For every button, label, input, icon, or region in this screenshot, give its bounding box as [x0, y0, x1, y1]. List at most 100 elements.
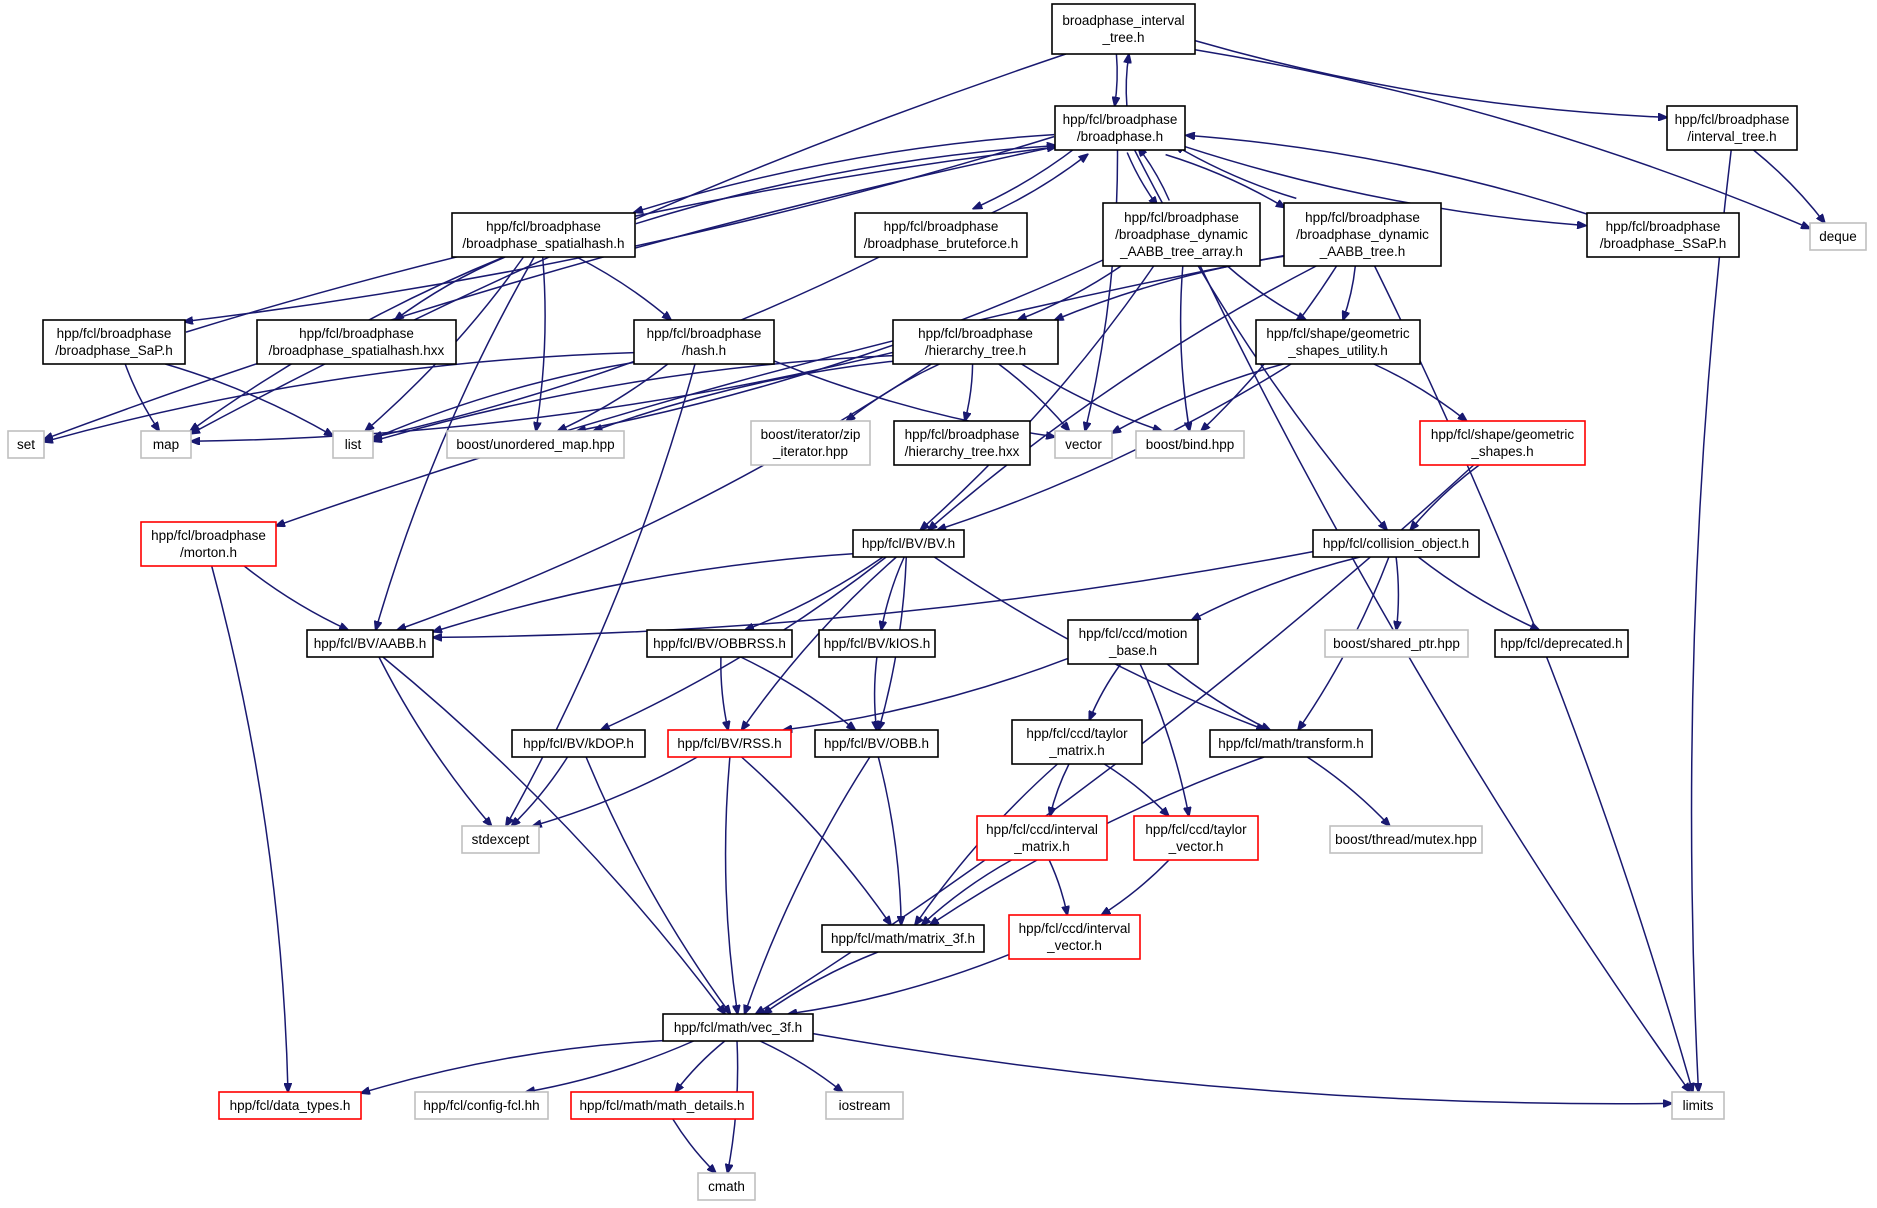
- node-sh[interactable]: hpp/fcl/broadphase/broadphase_spatialhas…: [451, 212, 636, 258]
- node-tv[interactable]: hpp/fcl/ccd/taylor_vector.h: [1133, 815, 1259, 861]
- node-gsu[interactable]: hpp/fcl/shape/geometric_shapes_utility.h: [1255, 319, 1421, 365]
- node-htx[interactable]: hpp/fcl/broadphase/hierarchy_tree.hxx: [893, 420, 1031, 466]
- node-bf[interactable]: hpp/fcl/broadphase/broadphase_bruteforce…: [854, 212, 1028, 258]
- node-transform[interactable]: hpp/fcl/math/transform.h: [1209, 729, 1373, 758]
- node-dtypes[interactable]: hpp/fcl/data_types.h: [218, 1091, 362, 1120]
- edge-dt-to-limits: [1373, 265, 1693, 1092]
- node-shx[interactable]: hpp/fcl/broadphase/broadphase_spatialhas…: [256, 319, 457, 365]
- edge-motion-to-transform: [1166, 663, 1270, 730]
- node-aabb[interactable]: hpp/fcl/BV/AABB.h: [306, 629, 434, 658]
- edge-sh-to-shx: [395, 256, 506, 320]
- edge-ht-to-bind: [1021, 363, 1162, 431]
- edge-tm-to-tv: [1103, 763, 1168, 816]
- node-label: hpp/fcl/BV/RSS.h: [677, 736, 781, 751]
- node-bind: boost/bind.hpp: [1135, 430, 1245, 459]
- node-bp[interactable]: hpp/fcl/broadphase/broadphase.h: [1054, 105, 1186, 151]
- node-box: [1494, 629, 1629, 658]
- node-ht[interactable]: hpp/fcl/broadphase/hierarchy_tree.h: [892, 319, 1059, 365]
- node-box: [1283, 202, 1442, 267]
- node-box: [818, 629, 936, 658]
- node-v3[interactable]: hpp/fcl/math/vec_3f.h: [662, 1013, 814, 1042]
- node-im[interactable]: hpp/fcl/ccd/interval_matrix.h: [976, 815, 1108, 861]
- node-obbrss[interactable]: hpp/fcl/BV/OBBRSS.h: [646, 629, 793, 658]
- node-label: hpp/fcl/ccd/interval: [1019, 921, 1131, 936]
- node-label: /morton.h: [180, 545, 237, 560]
- edge-rss-to-v3: [724, 756, 738, 1014]
- edge-root-to-bp: [1115, 53, 1117, 106]
- node-label: hpp/fcl/math/math_details.h: [579, 1098, 744, 1113]
- node-label: hpp/fcl/broadphase: [299, 326, 414, 341]
- node-label: broadphase_interval: [1062, 13, 1184, 28]
- node-box: [1671, 1091, 1725, 1120]
- edge-morton-to-dtypes: [210, 565, 288, 1092]
- node-box: [1312, 529, 1480, 558]
- node-label: hpp/fcl/math/matrix_3f.h: [831, 931, 975, 946]
- node-dta[interactable]: hpp/fcl/broadphase/broadphase_dynamic_AA…: [1102, 202, 1261, 267]
- node-label: hpp/fcl/broadphase: [1675, 112, 1790, 127]
- node-label: hpp/fcl/deprecated.h: [1500, 636, 1622, 651]
- node-label: /hierarchy_tree.hxx: [905, 444, 1020, 459]
- edge-aabb-to-stdexcept: [378, 656, 492, 826]
- edge-gsu-to-vector: [1112, 363, 1284, 433]
- node-label: /broadphase_SaP.h: [55, 343, 173, 358]
- node-umap: boost/unordered_map.hpp: [446, 430, 625, 459]
- node-label: /broadphase_spatialhash.hxx: [269, 343, 445, 358]
- node-box: [461, 825, 540, 854]
- node-motion[interactable]: hpp/fcl/ccd/motion_base.h: [1067, 619, 1199, 665]
- node-bv[interactable]: hpp/fcl/BV/BV.h: [852, 529, 965, 558]
- node-map: map: [140, 430, 192, 459]
- node-hash[interactable]: hpp/fcl/broadphase/hash.h: [633, 319, 775, 365]
- node-m3[interactable]: hpp/fcl/math/matrix_3f.h: [821, 924, 985, 953]
- node-zip: boost/iterator/zip_iterator.hpp: [750, 420, 871, 466]
- node-tm[interactable]: hpp/fcl/ccd/taylor_matrix.h: [1011, 719, 1143, 765]
- node-label: /broadphase_dynamic: [1296, 227, 1429, 242]
- edge-sap-to-map: [124, 363, 159, 431]
- node-label: hpp/fcl/collision_object.h: [1323, 536, 1469, 551]
- edge-aabb-to-v3: [382, 656, 725, 1014]
- edge-ht-to-htx: [965, 363, 974, 421]
- node-label: _AABB_tree.h: [1319, 244, 1406, 259]
- node-kios[interactable]: hpp/fcl/BV/kIOS.h: [818, 629, 936, 658]
- node-sap[interactable]: hpp/fcl/broadphase/broadphase_SaP.h: [42, 319, 186, 365]
- edge-hash-to-set: [44, 351, 635, 442]
- node-itree[interactable]: hpp/fcl/broadphase/interval_tree.h: [1666, 105, 1798, 151]
- node-label: hpp/fcl/BV/OBB.h: [824, 736, 929, 751]
- edge-co-to-sptr: [1396, 556, 1398, 630]
- node-box: [218, 1091, 362, 1120]
- node-iv[interactable]: hpp/fcl/ccd/interval_vector.h: [1008, 914, 1141, 960]
- node-root[interactable]: broadphase_interval_tree.h: [1051, 3, 1196, 55]
- node-co[interactable]: hpp/fcl/collision_object.h: [1312, 529, 1480, 558]
- node-ssap[interactable]: hpp/fcl/broadphase/broadphase_SSaP.h: [1586, 212, 1740, 258]
- edge-motion-to-tm: [1089, 663, 1122, 720]
- edge-bp-to-ssap: [1183, 145, 1586, 225]
- node-box: [7, 430, 45, 459]
- node-label: /broadphase_spatialhash.h: [462, 236, 624, 251]
- node-obb[interactable]: hpp/fcl/BV/OBB.h: [814, 729, 939, 758]
- node-mdet[interactable]: hpp/fcl/math/math_details.h: [570, 1091, 754, 1120]
- node-depr[interactable]: hpp/fcl/deprecated.h: [1494, 629, 1629, 658]
- node-label: hpp/fcl/BV/AABB.h: [314, 636, 427, 651]
- node-box: [140, 521, 277, 567]
- node-rss[interactable]: hpp/fcl/BV/RSS.h: [667, 729, 792, 758]
- edge-ssap-to-bp: [1186, 135, 1589, 216]
- node-label: boost/thread/mutex.hpp: [1335, 832, 1477, 847]
- node-morton[interactable]: hpp/fcl/broadphase/morton.h: [140, 521, 277, 567]
- node-label: _base.h: [1108, 643, 1157, 658]
- edge-rss-to-m3: [741, 756, 892, 925]
- node-label: hpp/fcl/broadphase: [1124, 210, 1239, 225]
- edge-obb-to-v3: [745, 756, 871, 1014]
- edge-dt-to-gsu: [1343, 265, 1357, 320]
- edge-bp-to-bf: [973, 145, 1079, 209]
- node-dt[interactable]: hpp/fcl/broadphase/broadphase_dynamic_AA…: [1283, 202, 1442, 267]
- node-kdop[interactable]: hpp/fcl/BV/kDOP.h: [511, 729, 646, 758]
- node-box: [667, 729, 792, 758]
- node-box: [306, 629, 434, 658]
- node-label: boost/unordered_map.hpp: [456, 437, 614, 452]
- node-label: _AABB_tree_array.h: [1119, 244, 1243, 259]
- node-gs[interactable]: hpp/fcl/shape/geometric_shapes.h: [1419, 420, 1586, 466]
- edge-dt-to-bp: [1175, 145, 1297, 200]
- node-box: [570, 1091, 754, 1120]
- edge-ht-to-vector: [998, 363, 1070, 431]
- node-label: stdexcept: [472, 832, 530, 847]
- node-label: hpp/fcl/broadphase: [57, 326, 172, 341]
